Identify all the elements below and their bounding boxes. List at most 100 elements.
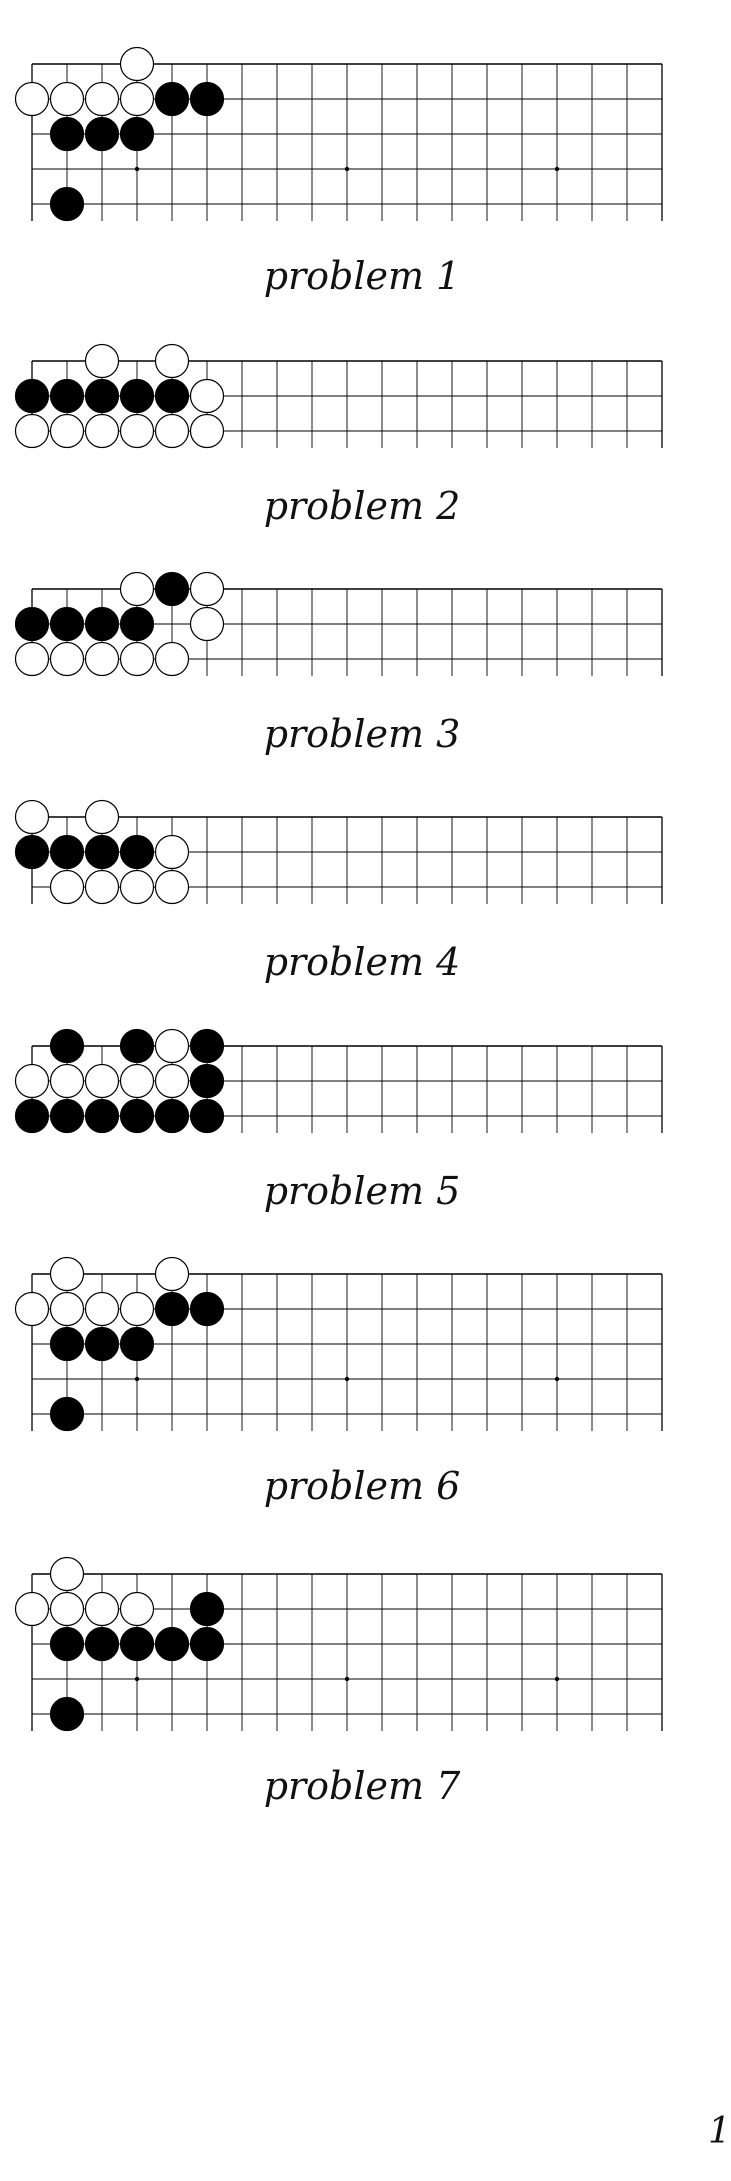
white-stone — [119, 1063, 155, 1099]
black-stone — [189, 1591, 225, 1627]
white-stone — [119, 1291, 155, 1327]
black-stone — [84, 1326, 120, 1362]
white-stone — [119, 413, 155, 449]
black-stone — [119, 1626, 155, 1662]
white-stone — [14, 799, 50, 835]
star-point — [134, 1676, 140, 1682]
star-point — [344, 166, 350, 172]
white-stone — [154, 1256, 190, 1292]
black-stone — [49, 1626, 85, 1662]
black-stone — [119, 834, 155, 870]
star-point — [344, 1676, 350, 1682]
black-stone — [154, 571, 190, 607]
white-stone — [154, 1028, 190, 1064]
white-stone — [119, 571, 155, 607]
white-stone — [84, 343, 120, 379]
black-stone — [119, 1326, 155, 1362]
stones — [14, 46, 225, 222]
black-stone — [49, 1696, 85, 1732]
white-stone — [49, 641, 85, 677]
stones — [14, 1556, 225, 1732]
black-stone — [119, 378, 155, 414]
black-stone — [189, 1063, 225, 1099]
stones — [14, 571, 225, 677]
black-stone — [14, 834, 50, 870]
black-stone — [14, 1098, 50, 1134]
black-stone — [14, 606, 50, 642]
white-stone — [14, 1591, 50, 1627]
black-stone — [84, 1098, 120, 1134]
white-stone — [49, 413, 85, 449]
black-stone — [49, 186, 85, 222]
black-stone — [189, 1626, 225, 1662]
black-stone — [119, 1028, 155, 1064]
white-stone — [14, 1291, 50, 1327]
black-stone — [84, 606, 120, 642]
go-board — [14, 571, 663, 677]
black-stone — [189, 1028, 225, 1064]
black-stone — [49, 1326, 85, 1362]
white-stone — [119, 641, 155, 677]
white-stone — [84, 799, 120, 835]
white-stone — [14, 1063, 50, 1099]
white-stone — [49, 1256, 85, 1292]
go-board — [14, 343, 663, 449]
white-stone — [189, 413, 225, 449]
black-stone — [84, 1626, 120, 1662]
black-stone — [84, 116, 120, 152]
stones — [14, 1256, 225, 1432]
black-stone — [154, 1626, 190, 1662]
white-stone — [119, 869, 155, 905]
star-point — [344, 1376, 350, 1382]
black-stone — [154, 81, 190, 117]
white-stone — [154, 869, 190, 905]
white-stone — [84, 1291, 120, 1327]
white-stone — [154, 413, 190, 449]
problem-caption: problem 3 — [263, 712, 461, 756]
white-stone — [49, 1291, 85, 1327]
go-board — [14, 1028, 663, 1134]
black-stone — [119, 116, 155, 152]
black-stone — [84, 378, 120, 414]
black-stone — [189, 1291, 225, 1327]
white-stone — [154, 343, 190, 379]
black-stone — [49, 1098, 85, 1134]
stones — [14, 799, 190, 905]
white-stone — [14, 81, 50, 117]
white-stone — [189, 378, 225, 414]
black-stone — [49, 1028, 85, 1064]
white-stone — [154, 1063, 190, 1099]
problem-caption: problem 5 — [263, 1169, 461, 1213]
stones — [14, 343, 225, 449]
star-point — [554, 1676, 560, 1682]
problem-caption: problem 1 — [263, 254, 461, 298]
star-point — [134, 166, 140, 172]
white-stone — [119, 46, 155, 82]
white-stone — [14, 641, 50, 677]
white-stone — [189, 606, 225, 642]
star-point — [554, 166, 560, 172]
problem-caption: problem 6 — [263, 1464, 461, 1508]
problem-caption: problem 7 — [263, 1764, 461, 1808]
white-stone — [84, 413, 120, 449]
white-stone — [49, 1556, 85, 1592]
star-point — [554, 1376, 560, 1382]
black-stone — [119, 1098, 155, 1134]
black-stone — [14, 378, 50, 414]
black-stone — [154, 1291, 190, 1327]
black-stone — [49, 1396, 85, 1432]
white-stone — [49, 869, 85, 905]
problem-caption: problem 4 — [263, 940, 461, 984]
stones — [14, 1028, 225, 1134]
black-stone — [189, 81, 225, 117]
white-stone — [154, 641, 190, 677]
go-board — [14, 1556, 663, 1732]
white-stone — [14, 413, 50, 449]
white-stone — [189, 571, 225, 607]
go-board — [14, 46, 663, 222]
black-stone — [119, 606, 155, 642]
white-stone — [49, 1063, 85, 1099]
black-stone — [84, 834, 120, 870]
black-stone — [154, 1098, 190, 1134]
white-stone — [84, 1063, 120, 1099]
